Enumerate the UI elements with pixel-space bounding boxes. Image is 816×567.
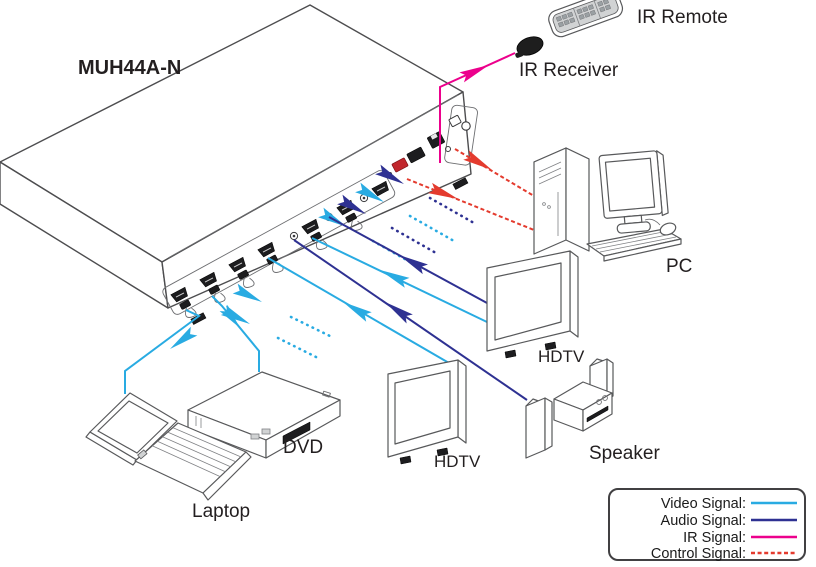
ir-remote (548, 0, 624, 38)
foot (452, 177, 469, 190)
pc-monitor (598, 150, 669, 234)
audio-dotted-line (390, 226, 438, 255)
laptop-keys (152, 427, 241, 477)
pc-tower-front (533, 147, 567, 255)
keyboard-edge (603, 238, 682, 262)
control-line-1 (454, 148, 535, 197)
right-speaker-side (606, 358, 614, 401)
legend-audio-label: Audio Signal: (661, 513, 746, 529)
monitor-screen (604, 157, 656, 212)
jack-icon (445, 146, 451, 152)
laptop-screen (97, 400, 169, 454)
matrix-switcher (0, 4, 478, 325)
receiver-stem (515, 51, 524, 58)
pc-keyboard (586, 228, 682, 262)
video-dotted-line (276, 336, 320, 360)
legend-ir-label: IR Signal: (683, 530, 746, 546)
video-dotted-line (408, 214, 456, 243)
dvd-label: DVD (283, 437, 323, 458)
laptop (85, 392, 252, 501)
ethernet-notch (430, 133, 438, 140)
audio-jack-1-icon (289, 231, 299, 241)
monitor-base (616, 221, 651, 234)
video-arrow-icon (377, 265, 410, 288)
video-line-from-dvd (211, 295, 260, 372)
hdtv-bottom-label: HDTV (434, 452, 481, 471)
keyboard-keys (591, 230, 677, 253)
pc-tower-side (565, 147, 590, 252)
port-strip (162, 170, 396, 315)
legend-control-label: Control Signal: (651, 546, 746, 562)
control-strip (444, 104, 478, 166)
left-speaker-front (525, 397, 546, 459)
video-dotted-line (289, 315, 334, 339)
rs232-port-icon (406, 146, 426, 164)
tv-foot (544, 341, 557, 351)
ir-arrow-icon (459, 59, 492, 83)
hdtv-bottom (387, 359, 467, 465)
audio-line-to-speaker (293, 239, 528, 401)
amplifier-knob-icon (596, 399, 602, 405)
signal-lines (124, 52, 535, 401)
video-line-from-laptop (124, 309, 201, 394)
legend-video-label: Video Signal: (661, 496, 746, 512)
amplifier-knob-icon (602, 395, 608, 401)
audio-dotted-line (428, 196, 476, 225)
dvd-buttons (195, 416, 271, 440)
hdtv-top (486, 250, 579, 359)
tv-side (569, 250, 579, 338)
legend-box (608, 488, 806, 561)
dvd-top-detail (322, 390, 331, 398)
pc-mouse (644, 218, 677, 236)
tv-screen (394, 370, 451, 445)
pc-tower-details (538, 161, 562, 236)
ir-receiver-label: IR Receiver (519, 60, 619, 81)
tv-foot (504, 349, 517, 359)
legend: Video Signal: Audio Signal: IR Signal: C… (608, 488, 806, 562)
dvd-player (187, 371, 341, 459)
hdtv-top-label: HDTV (538, 347, 585, 366)
video-arrow-icon (340, 297, 372, 322)
tv-screen (494, 262, 562, 341)
tv-foot (399, 455, 412, 465)
led-display-icon (391, 157, 409, 173)
laptop-deck-edge (202, 451, 252, 501)
receiver-head-icon (516, 36, 544, 56)
tv-foot (436, 447, 449, 457)
dvd-tray-slot (282, 421, 311, 445)
pc (533, 147, 682, 262)
amplifier-slot (586, 405, 609, 423)
tv-side (457, 359, 467, 444)
ir-remote-label: IR Remote (637, 7, 728, 28)
speaker-set (525, 358, 614, 459)
ir-line (439, 52, 516, 163)
remote-buttons (555, 0, 612, 28)
laptop-hinge (137, 449, 148, 460)
foot (190, 312, 207, 325)
left-speaker-side (544, 397, 553, 451)
laptop-label: Laptop (192, 501, 250, 522)
speaker-label: Speaker (589, 443, 660, 464)
usb-port-icon (448, 114, 462, 128)
pc-label: PC (666, 256, 692, 277)
device-model-label: MUH44A-N (78, 57, 181, 79)
ir-receiver (515, 36, 544, 58)
control-line-2 (406, 178, 535, 231)
video-arrow-icon (166, 326, 198, 354)
audio-arrow-icon (396, 250, 428, 275)
power-socket-icon (461, 121, 471, 131)
